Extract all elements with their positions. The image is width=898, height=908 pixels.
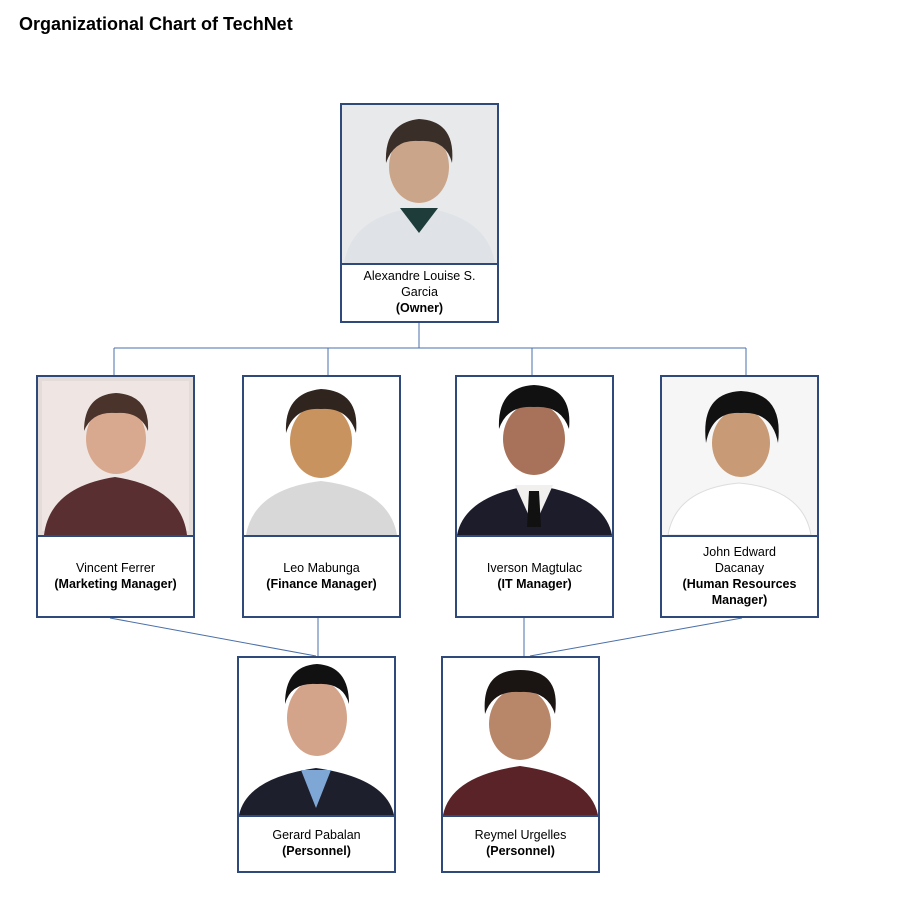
- manager-photo-marketing: [38, 377, 193, 537]
- personnel-label-gerard: Gerard Pabalan (Personnel): [239, 815, 394, 871]
- manager-card-finance: Leo Mabunga (Finance Manager): [242, 375, 401, 618]
- manager-role: (Human Resources Manager): [682, 576, 797, 607]
- owner-name: Alexandre Louise S. Garcia: [363, 269, 476, 299]
- personnel-label-reymel: Reymel Urgelles (Personnel): [443, 815, 598, 871]
- personnel-card-gerard: Gerard Pabalan (Personnel): [237, 656, 396, 873]
- manager-name: Iverson Magtulac: [486, 560, 583, 575]
- personnel-photo-gerard: [239, 658, 394, 817]
- manager-name: John Edward Dacanay: [703, 544, 776, 575]
- link-marketing-gerard: [109, 617, 317, 657]
- manager-name: Vincent Ferrer: [76, 560, 155, 575]
- personnel-name: Gerard Pabalan: [272, 828, 361, 842]
- manager-photo-it: [457, 377, 612, 537]
- personnel-role: (Personnel): [486, 844, 555, 858]
- manager-label-it: Iverson Magtulac (IT Manager): [457, 535, 612, 616]
- manager-label-hr: John Edward Dacanay (Human Resources Man…: [662, 535, 817, 616]
- chart-title: Organizational Chart of TechNet: [19, 14, 293, 34]
- personnel-photo-reymel: [443, 658, 598, 817]
- manager-role: (IT Manager): [497, 576, 572, 591]
- owner-role: (Owner): [395, 301, 444, 315]
- owner-photo: [342, 105, 497, 265]
- manager-label-marketing: Vincent Ferrer (Marketing Manager): [38, 535, 193, 616]
- manager-photo-hr: [662, 377, 817, 537]
- manager-photo-finance: [244, 377, 399, 537]
- owner-label: Alexandre Louise S. Garcia (Owner): [342, 263, 497, 321]
- owner-card: Alexandre Louise S. Garcia (Owner): [340, 103, 499, 323]
- manager-role: (Finance Manager): [266, 576, 377, 591]
- manager-card-it: Iverson Magtulac (IT Manager): [455, 375, 614, 618]
- personnel-card-reymel: Reymel Urgelles (Personnel): [441, 656, 600, 873]
- personnel-name: Reymel Urgelles: [474, 828, 567, 842]
- manager-name: Leo Mabunga: [283, 560, 360, 575]
- manager-label-finance: Leo Mabunga (Finance Manager): [244, 535, 399, 616]
- manager-card-marketing: Vincent Ferrer (Marketing Manager): [36, 375, 195, 618]
- manager-role: (Marketing Manager): [54, 576, 177, 591]
- manager-card-hr: John Edward Dacanay (Human Resources Man…: [660, 375, 819, 618]
- personnel-role: (Personnel): [282, 844, 351, 858]
- link-hr-reymel: [529, 617, 743, 657]
